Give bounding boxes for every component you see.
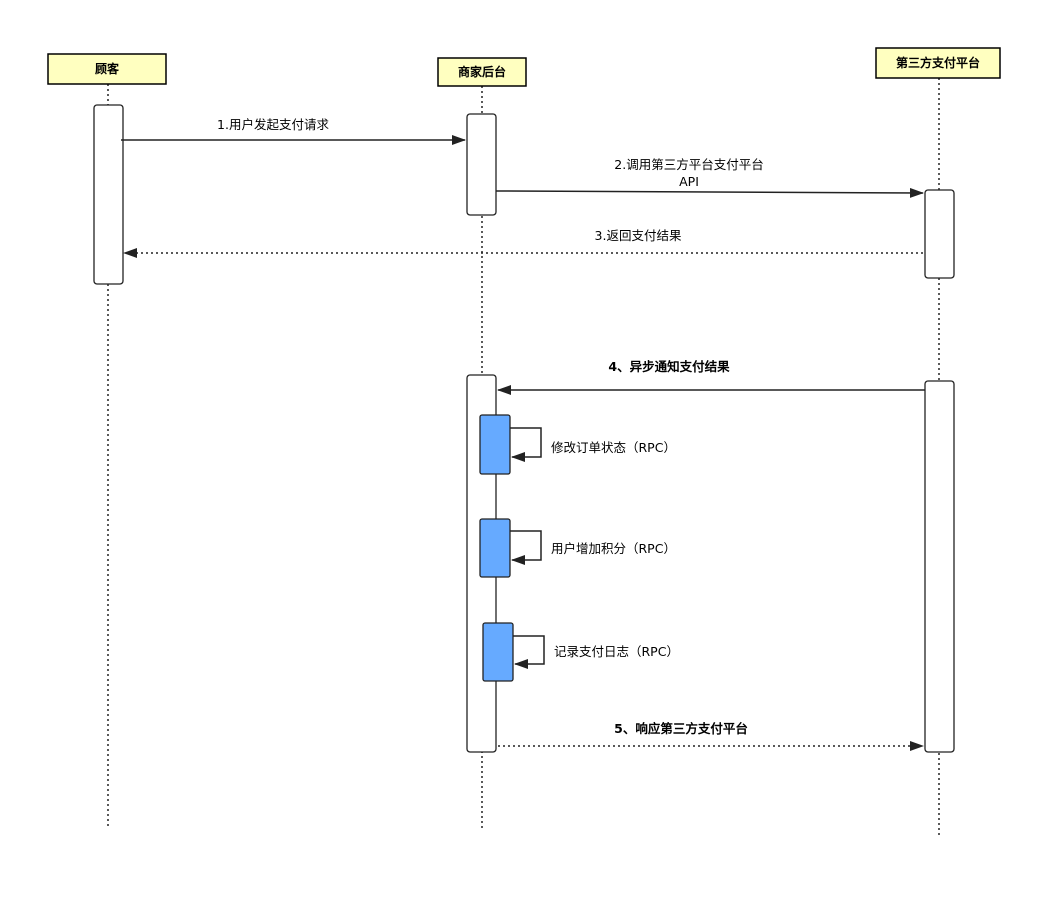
actor-third-party-label: 第三方支付平台 <box>896 55 980 70</box>
message-3-label: 3.返回支付结果 <box>595 228 682 243</box>
activation-third-party-1 <box>924 189 955 279</box>
activation-customer <box>93 104 124 285</box>
activation-third-party-2 <box>924 380 955 753</box>
self-call-3-arrow <box>513 635 545 669</box>
sub-activation-3 <box>482 622 514 682</box>
self-call-3-label: 记录支付日志（RPC） <box>554 644 679 659</box>
message-2-label-line2: API <box>679 174 699 189</box>
sub-activation-2 <box>479 518 511 578</box>
actor-merchant-label: 商家后台 <box>458 64 506 79</box>
sub-activation-1 <box>479 414 511 475</box>
self-call-2-label: 用户增加积分（RPC） <box>551 541 676 556</box>
actor-third-party: 第三方支付平台 <box>875 47 1001 79</box>
self-call-1-label: 修改订单状态（RPC） <box>551 440 676 455</box>
message-4-label: 4、异步通知支付结果 <box>608 359 730 374</box>
message-2-label-line1: 2.调用第三方平台支付平台 <box>614 157 763 172</box>
self-call-1-arrow <box>510 427 542 462</box>
actor-customer: 顾客 <box>47 53 167 85</box>
actor-merchant: 商家后台 <box>437 57 527 87</box>
message-1-label: 1.用户发起支付请求 <box>217 117 329 132</box>
actor-customer-label: 顾客 <box>95 61 120 76</box>
message-2-arrow <box>495 187 924 198</box>
message-5-label: 5、响应第三方支付平台 <box>614 721 748 736</box>
activation-merchant-1 <box>466 113 497 216</box>
self-call-2-arrow <box>510 530 542 565</box>
